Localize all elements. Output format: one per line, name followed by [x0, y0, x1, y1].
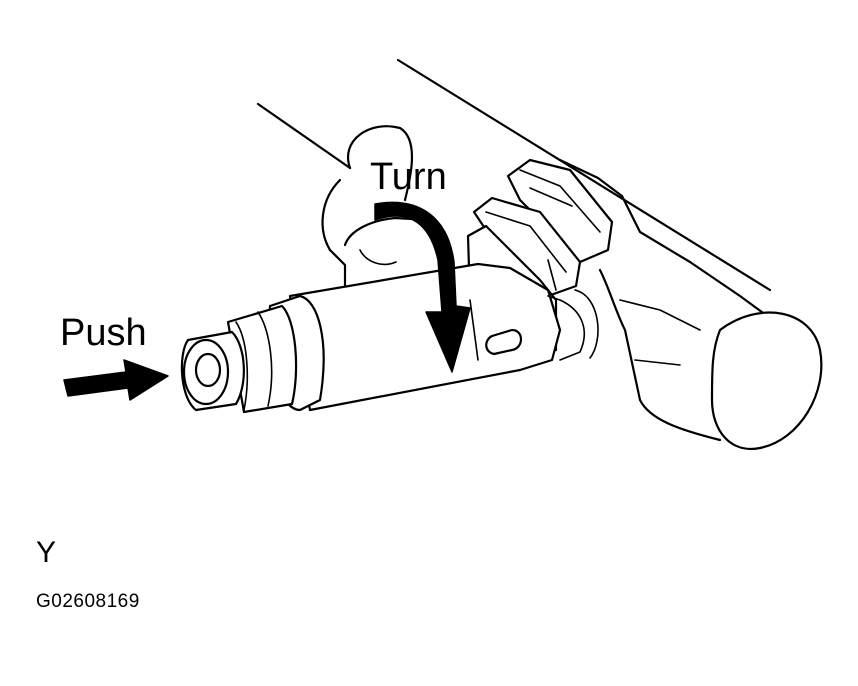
push-label: Push — [60, 312, 147, 354]
turn-label: Turn — [370, 156, 447, 198]
retainer-clip — [321, 125, 432, 287]
figure-code: G02608169 — [36, 591, 140, 612]
push-arrow-icon — [63, 359, 169, 401]
injector-body — [226, 262, 599, 414]
view-letter: Y — [36, 536, 57, 569]
turn-arrow-icon — [374, 201, 471, 373]
fuel-delivery-pipe — [256, 58, 823, 451]
injector-tip — [180, 330, 245, 412]
